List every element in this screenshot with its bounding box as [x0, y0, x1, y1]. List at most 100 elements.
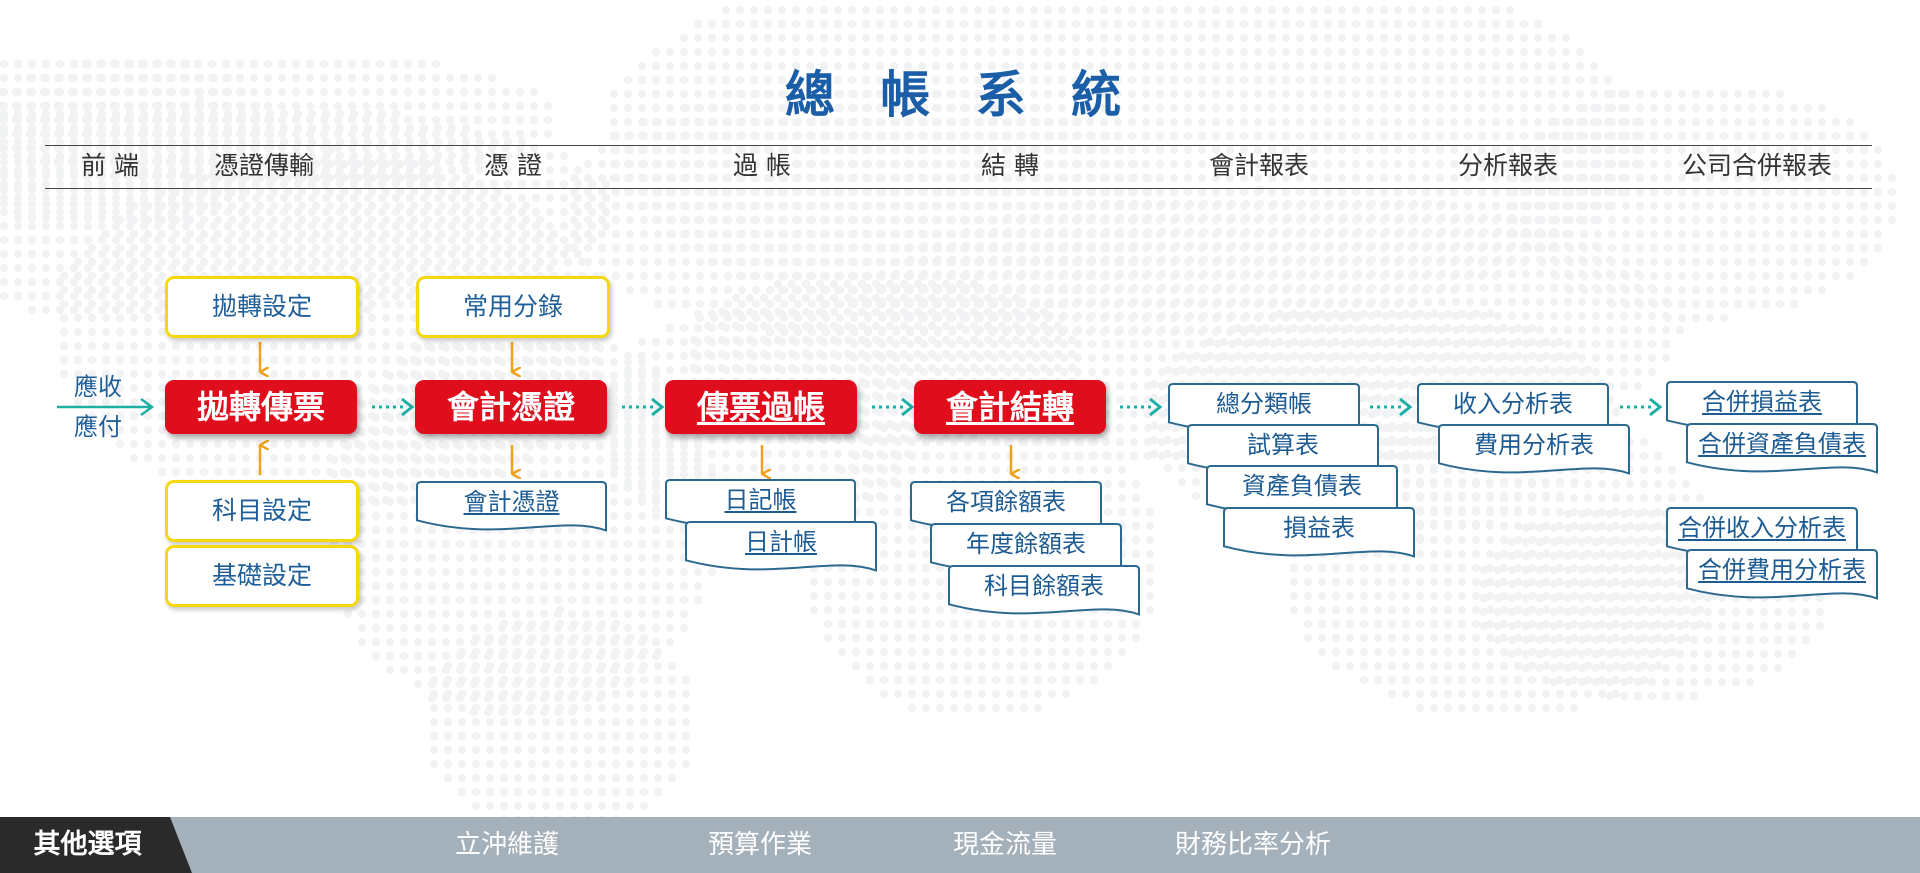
- map-dot: [153, 179, 163, 189]
- map-dot: [667, 773, 677, 783]
- map-dot: [473, 87, 483, 97]
- map-dot: [455, 623, 465, 633]
- map-dot: [499, 675, 509, 685]
- map-dot: [517, 179, 527, 189]
- map-dot: [1281, 187, 1291, 197]
- map-dot: [325, 257, 335, 267]
- map-dot: [527, 773, 537, 783]
- map-dot: [13, 291, 23, 301]
- map-dot: [251, 263, 261, 273]
- map-dot: [377, 277, 387, 287]
- map-dot: [623, 525, 633, 535]
- map-dot: [805, 19, 815, 29]
- map-dot: [409, 159, 419, 169]
- map-dot: [581, 455, 591, 465]
- map-dot: [889, 215, 899, 225]
- map-dot: [553, 581, 563, 591]
- map-dot: [399, 567, 409, 577]
- map-dot: [471, 647, 481, 657]
- map-dot: [391, 277, 401, 287]
- map-dot: [457, 647, 467, 657]
- map-dot: [623, 497, 633, 507]
- map-dot: [399, 539, 409, 549]
- map-dot: [471, 661, 481, 671]
- map-dot: [1309, 187, 1319, 197]
- map-dot: [1015, 187, 1025, 197]
- map-dot: [637, 469, 647, 479]
- map-dot: [1337, 187, 1347, 197]
- map-dot: [651, 187, 661, 197]
- map-dot: [167, 235, 177, 245]
- map-dot: [69, 291, 79, 301]
- map-dot: [609, 581, 619, 591]
- map-dot: [597, 787, 607, 797]
- map-dot: [129, 229, 139, 239]
- map-dot: [515, 115, 525, 125]
- map-dot: [437, 201, 447, 211]
- map-dot: [483, 581, 493, 591]
- map-dot: [917, 229, 927, 239]
- map-dot: [455, 357, 465, 367]
- map-dot: [325, 355, 335, 365]
- map-dot: [497, 357, 507, 367]
- map-dot: [125, 179, 135, 189]
- map-dot: [637, 455, 647, 465]
- map-dot: [667, 271, 677, 281]
- map-dot: [381, 299, 391, 309]
- map-dot: [597, 173, 607, 183]
- map-dot: [833, 131, 843, 141]
- map-dot: [185, 439, 195, 449]
- map-dot: [751, 299, 761, 309]
- map-dot: [567, 343, 577, 353]
- map-dot: [371, 511, 381, 521]
- map-dot: [311, 439, 321, 449]
- map-dot: [889, 229, 899, 239]
- map-dot: [623, 427, 633, 437]
- map-dot: [371, 455, 381, 465]
- map-dot: [569, 745, 579, 755]
- map-dot: [889, 187, 899, 197]
- map-dot: [693, 595, 703, 605]
- map-dot: [1141, 19, 1151, 29]
- map-dot: [639, 801, 649, 811]
- map-dot: [493, 229, 503, 239]
- map-dot: [679, 187, 689, 197]
- map-dot: [611, 243, 621, 253]
- map-dot: [1225, 19, 1235, 29]
- map-dot: [531, 207, 541, 217]
- map-dot: [339, 187, 349, 197]
- map-dot: [625, 731, 635, 741]
- map-dot: [375, 129, 385, 139]
- map-dot: [1043, 187, 1053, 197]
- map-dot: [27, 193, 37, 203]
- map-dot: [139, 235, 149, 245]
- map-dot: [541, 717, 551, 727]
- map-dot: [297, 369, 307, 379]
- map-dot: [363, 221, 373, 231]
- map-dot: [587, 221, 597, 231]
- map-dot: [371, 525, 381, 535]
- map-dot: [335, 207, 345, 217]
- map-dot: [501, 87, 511, 97]
- map-dot: [583, 717, 593, 727]
- map-dot: [819, 285, 829, 295]
- map-dot: [637, 539, 647, 549]
- map-dot: [69, 193, 79, 203]
- map-dot: [651, 581, 661, 591]
- map-dot: [367, 285, 377, 295]
- map-dot: [1365, 5, 1375, 15]
- map-dot: [637, 385, 647, 395]
- map-dot: [339, 173, 349, 183]
- map-dot: [171, 257, 181, 267]
- map-dot: [283, 355, 293, 365]
- map-dot: [583, 229, 593, 239]
- map-dot: [125, 291, 135, 301]
- map-dot: [611, 675, 621, 685]
- map-dot: [1169, 5, 1179, 15]
- map-dot: [455, 539, 465, 549]
- map-dot: [847, 33, 857, 43]
- map-dot: [1309, 19, 1319, 29]
- map-dot: [195, 179, 205, 189]
- map-dot: [1281, 131, 1291, 141]
- map-dot: [847, 229, 857, 239]
